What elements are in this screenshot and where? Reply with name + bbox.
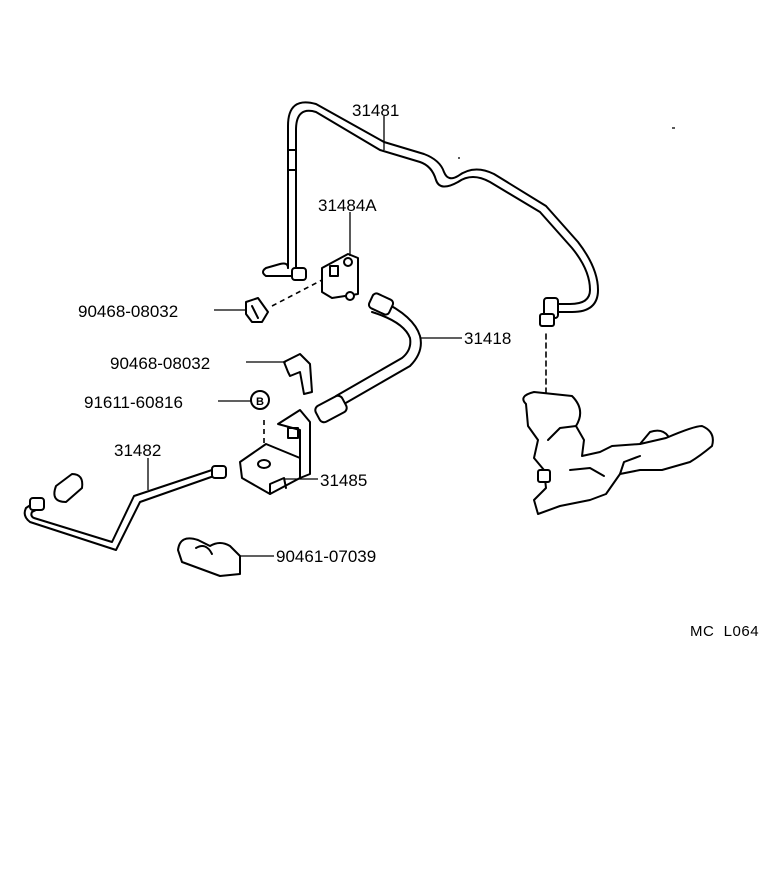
label-31485: 31485 <box>320 471 367 490</box>
diagram-code: MC L064 <box>690 623 759 640</box>
master-cylinder <box>522 333 714 515</box>
pipe-31482 <box>23 465 227 551</box>
pipe-31481 <box>262 101 599 327</box>
clip-90468-upper <box>245 297 269 323</box>
bracket-31485 <box>239 409 311 495</box>
label-90468-lower: 90468-08032 <box>110 354 210 373</box>
marker-b-label: B <box>256 396 264 408</box>
hose-31418 <box>314 292 422 424</box>
label-91611: 91611-60816 <box>84 393 183 412</box>
clamp-90461 <box>177 537 241 577</box>
label-90468-upper: 90468-08032 <box>78 302 178 321</box>
label-31482: 31482 <box>114 441 161 460</box>
bolt-marker: B <box>250 390 270 410</box>
label-31484A: 31484A <box>318 196 377 215</box>
bracket-31484A <box>321 253 359 301</box>
label-31481: 31481 <box>352 101 399 120</box>
upper-clip-guide <box>271 279 323 307</box>
label-90461: 90461-07039 <box>276 547 376 566</box>
clip-90468-lower <box>283 353 313 395</box>
label-31418: 31418 <box>464 329 511 348</box>
